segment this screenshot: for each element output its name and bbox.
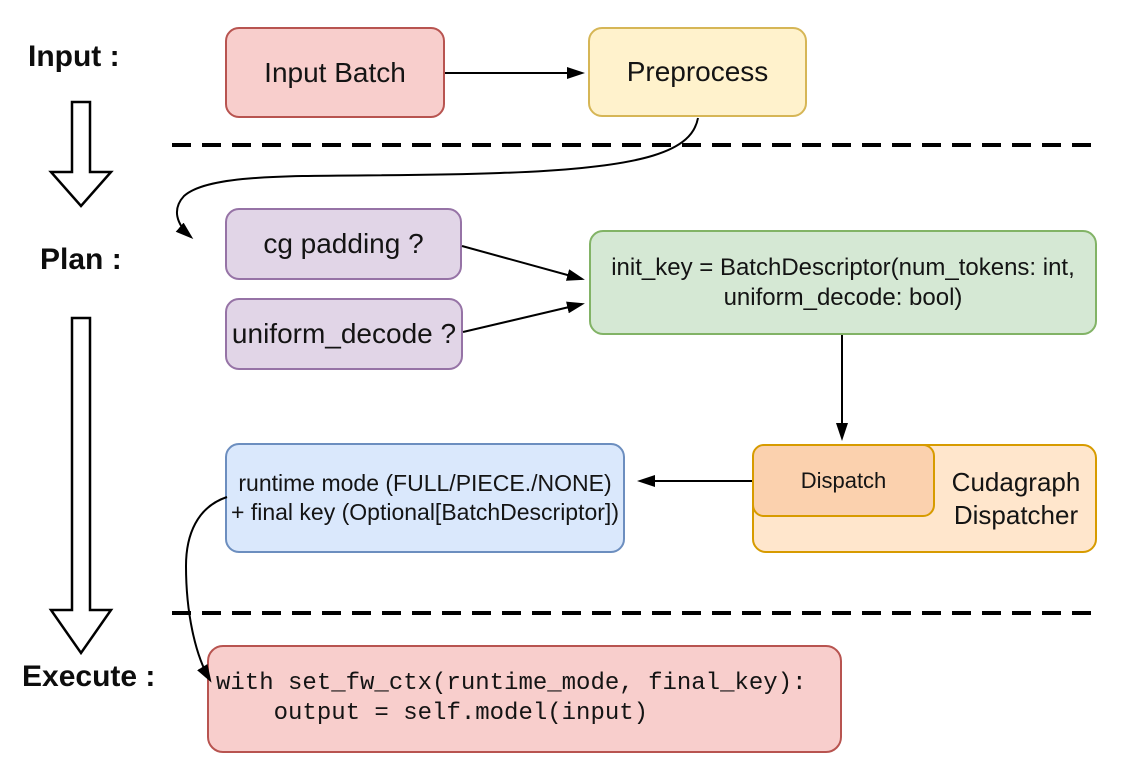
cudagraph-line-2: Dispatcher — [953, 499, 1079, 530]
node-runtime-mode-line-1: runtime mode (FULL/PIECE./NONE) — [238, 470, 612, 496]
node-uniform-decode: uniform_decode ? — [225, 298, 463, 370]
node-cudagraph-dispatcher-label: Cudagraph Dispatcher — [935, 444, 1097, 553]
node-runtime-mode: runtime mode (FULL/PIECE./NONE) + final … — [225, 443, 625, 553]
arrow-cg-padding-to-init-key — [461, 245, 585, 281]
node-preprocess-label: Preprocess — [626, 56, 769, 87]
execute-code-line-2: output = self.model(input) — [216, 700, 649, 727]
node-input-batch-label: Input Batch — [264, 56, 406, 88]
stage-label-plan: Plan : — [40, 243, 122, 276]
node-dispatch-label: Dispatch — [800, 467, 887, 493]
node-init-key-line-2: uniform_decode: bool) — [723, 283, 963, 311]
stage-label-execute: Execute : — [22, 660, 156, 693]
node-init-key: init_key = BatchDescriptor(num_tokens: i… — [589, 230, 1097, 335]
node-dispatch: Dispatch — [752, 444, 935, 517]
stage-label-input: Input : — [28, 40, 120, 73]
node-cg-padding: cg padding ? — [225, 208, 462, 280]
arrow-uniform-decode-to-init-key — [462, 301, 585, 333]
node-uniform-decode-label: uniform_decode ? — [231, 318, 457, 349]
node-preprocess: Preprocess — [588, 27, 807, 117]
node-input-batch: Input Batch — [225, 27, 445, 118]
node-execute-code: with set_fw_ctx(runtime_mode, final_key)… — [207, 645, 842, 753]
cudagraph-line-1: Cudagraph — [951, 466, 1081, 497]
node-runtime-mode-line-2: + final key (Optional[BatchDescriptor]) — [231, 499, 619, 525]
down-arrow-icon-input-to-plan — [48, 100, 114, 208]
node-init-key-line-1: init_key = BatchDescriptor(num_tokens: i… — [611, 253, 1075, 281]
down-arrow-icon-plan-to-execute — [48, 316, 114, 656]
node-cg-padding-label: cg padding ? — [263, 228, 424, 259]
execute-code-line-1: with set_fw_ctx(runtime_mode, final_key)… — [216, 670, 807, 697]
